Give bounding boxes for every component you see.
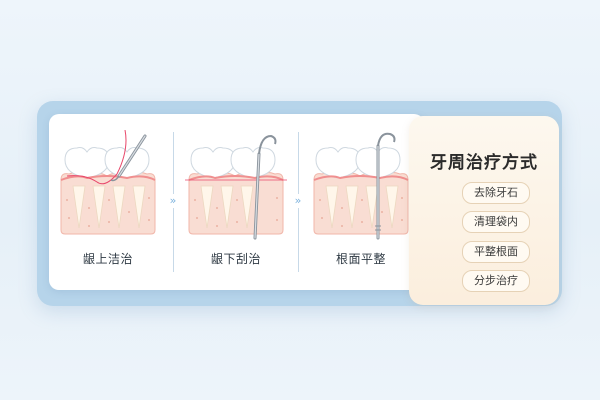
chevron-right-icon: » — [291, 194, 305, 208]
treatment-summary-panel: 牙周治疗方式 去除牙石 清理袋内 平整根面 分步治疗 — [409, 116, 559, 305]
subgingival-curettage-icon — [185, 134, 287, 240]
treatment-item: 平整根面 — [462, 241, 530, 263]
chevron-right-icon: » — [166, 194, 180, 208]
panel-title: 牙周治疗方式 — [430, 153, 538, 173]
treatment-item: 分步治疗 — [462, 270, 530, 292]
step-label: 龈下刮治 — [210, 252, 261, 266]
treatment-item: 去除牙石 — [462, 182, 530, 204]
treatment-item: 清理袋内 — [462, 211, 530, 233]
step-subgingival-curettage: 龈下刮治 — [177, 114, 295, 290]
root-planing-icon — [313, 132, 409, 240]
steps-card: 龈上洁治 » 龈下刮治 » — [49, 114, 424, 290]
step-label: 龈上洁治 — [82, 252, 133, 266]
step-supragingival-scaling: 龈上洁治 — [49, 114, 167, 290]
step-root-planing: 根面平整 — [302, 114, 420, 290]
step-label: 根面平整 — [335, 252, 386, 266]
supragingival-scaling-icon — [60, 130, 156, 235]
